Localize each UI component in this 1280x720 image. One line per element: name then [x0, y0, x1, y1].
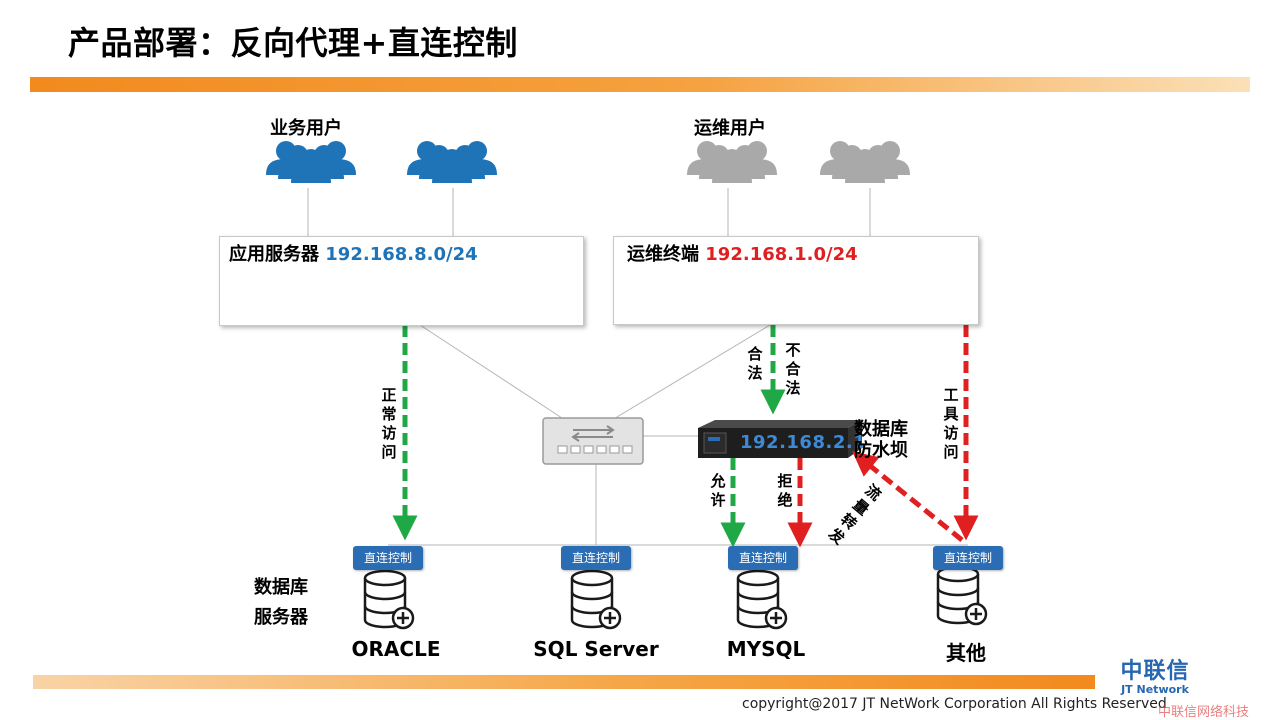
logo-cn: 中联信 — [1120, 659, 1190, 684]
business-users-icon — [266, 141, 497, 183]
page-title: 产品部署：反向代理+直连控制 — [68, 24, 518, 62]
footer-bar — [33, 675, 1095, 689]
firewall-label-line1: 数据库 — [854, 419, 908, 440]
database-icon — [363, 565, 988, 630]
db-name-other: 其他 — [946, 641, 986, 665]
connector-lines — [307, 188, 968, 546]
ops-terminals-box: 运维终端 192.168.1.0/24 — [613, 236, 979, 325]
db-name-sqlserver: SQL Server — [533, 637, 659, 661]
ops-terminals-ip: 192.168.1.0/24 — [705, 244, 858, 265]
db-name-oracle: ORACLE — [351, 637, 441, 661]
firewall-ip: 192.168.2.1 — [740, 432, 867, 453]
db-servers-label: 数据库 服务器 — [254, 573, 308, 633]
title-underline-bar — [30, 77, 1250, 92]
direct-control-badge: 直连控制 — [561, 546, 631, 570]
db-servers-label-line2: 服务器 — [254, 607, 308, 628]
flow-arrows — [392, 325, 979, 548]
app-servers-ip: 192.168.8.0/24 — [325, 244, 478, 265]
app-servers-title: 应用服务器 192.168.8.0/24 — [229, 240, 478, 266]
watermark: 中联信网络科技 — [1158, 705, 1250, 720]
firewall-appliance-icon — [698, 420, 862, 458]
firewall-label: 数据库 防水坝 — [854, 419, 908, 461]
app-servers-label: 应用服务器 — [229, 244, 319, 265]
db-name-mysql: MYSQL — [726, 637, 806, 661]
tool-access-label: 工具访问 — [943, 386, 959, 461]
direct-control-badge: 直连控制 — [728, 546, 798, 570]
deny-label: 拒绝 — [777, 472, 793, 509]
db-servers-label-line1: 数据库 — [254, 577, 308, 598]
direct-control-badge: 直连控制 — [933, 546, 1003, 570]
company-logo: 中联信 JT Network — [1100, 660, 1210, 696]
business-users-label: 业务用户 — [270, 118, 342, 139]
copyright-text: copyright@2017 JT NetWork Corporation Al… — [742, 696, 1167, 712]
ops-terminals-title: 运维终端 192.168.1.0/24 — [627, 240, 858, 266]
legal-label: 合法 — [747, 345, 763, 382]
firewall-label-line2: 防水坝 — [854, 440, 908, 461]
allow-label: 允许 — [710, 472, 726, 509]
switch-icon — [542, 417, 644, 465]
app-servers-box: 应用服务器 192.168.8.0/24 — [219, 236, 584, 326]
illegal-label: 不合法 — [785, 341, 801, 397]
ops-terminals-label: 运维终端 — [627, 244, 699, 265]
ops-users-label: 运维用户 — [694, 118, 766, 139]
logo-en: JT Network — [1121, 683, 1189, 696]
ops-users-icon — [687, 141, 910, 183]
direct-control-badge: 直连控制 — [353, 546, 423, 570]
normal-access-label: 正常访问 — [381, 386, 397, 461]
